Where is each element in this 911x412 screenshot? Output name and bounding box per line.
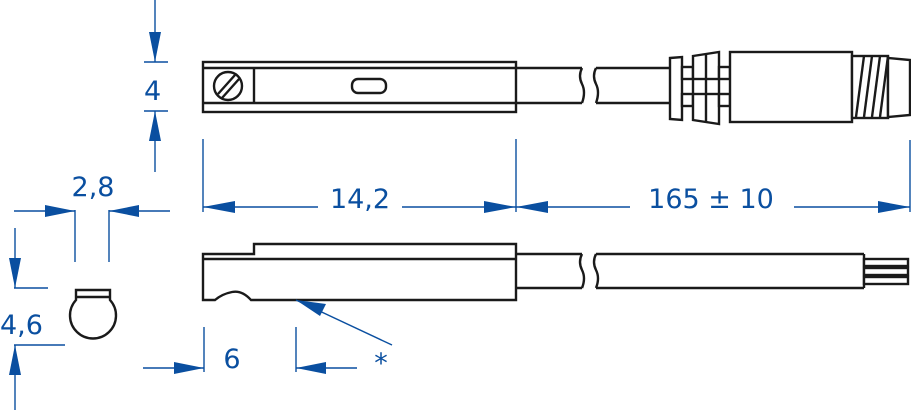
connector-m8 [668, 50, 911, 126]
sensing-point-leader: * [295, 299, 393, 379]
dimension-body-length: 14,2 [203, 184, 516, 215]
dimension-sensing-offset: 6 [143, 327, 357, 375]
dimension-cable-length: 165 ± 10 [516, 184, 910, 215]
dimension-end-width: 2,8 [14, 172, 170, 262]
dimension-height: 4 [144, 0, 168, 172]
wire-ends [862, 257, 910, 286]
top-view [201, 50, 911, 126]
led-slot [350, 77, 388, 95]
dim-label-end-height: 4,6 [0, 310, 43, 341]
thread [850, 54, 890, 120]
end-view [68, 288, 118, 340]
dim-label-end-width: 2,8 [72, 172, 115, 203]
side-view [201, 242, 910, 302]
dim-label-body-length: 14,2 [330, 184, 390, 215]
sensor-body-top [201, 60, 518, 114]
dim-label-cable-length: 165 ± 10 [648, 184, 774, 215]
cable-top [516, 66, 670, 105]
dim-label-height: 4 [144, 76, 161, 107]
sensing-point-marker: * [374, 348, 388, 379]
dimension-end-height: 4,6 [0, 228, 65, 410]
dim-label-sensing-offset: 6 [223, 344, 240, 375]
screw-icon [212, 70, 244, 102]
